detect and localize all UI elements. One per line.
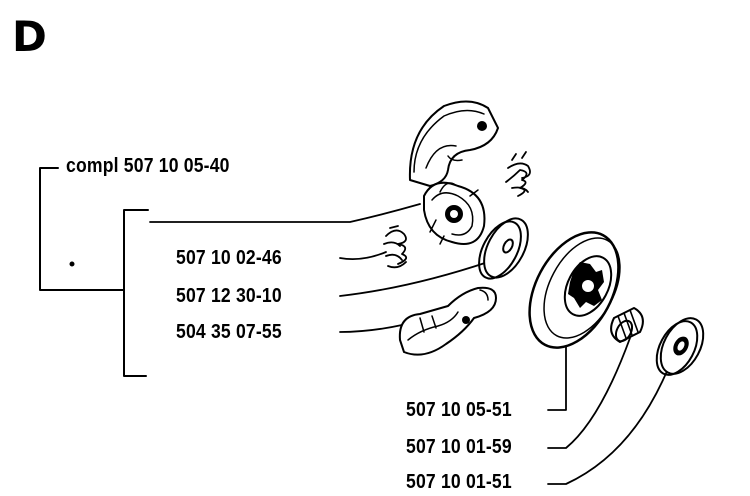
assembly-label: compl 507 10 05-40 [66,155,230,177]
leader-clutch-shoe [339,324,403,333]
clutch-drum-icon [528,231,621,349]
washer-icon [478,217,529,280]
leader-drum-hub [339,251,387,261]
part-number-clutch-drum: 507 10 05-51 [406,399,512,421]
clutch-hub-icon [423,181,486,245]
leader-clutch-drum [547,329,567,411]
part-number-drum-hub: 507 10 02-46 [176,247,282,269]
leader-compl [149,203,421,223]
assembly-bracket [39,167,149,377]
needle-bearing-icon [610,307,644,343]
spring-left-icon [383,225,408,269]
section-letter: D [12,12,47,61]
clutch-shoe-bottom-icon [398,286,497,356]
leader-needle-bearing [547,337,631,449]
part-number-end-washer: 507 10 01-51 [406,471,512,493]
part-number-washer: 507 12 30-10 [176,285,282,307]
part-number-clutch-shoe: 504 35 07-55 [176,321,282,343]
leader-end-washer [547,347,677,485]
part-number-needle-bearing: 507 10 01-59 [406,436,512,458]
leader-lines [149,203,677,485]
leader-washer [339,261,489,297]
spring-top-icon [505,151,531,197]
clutch-shoe-top-icon [408,100,499,187]
end-washer-icon [655,317,705,376]
